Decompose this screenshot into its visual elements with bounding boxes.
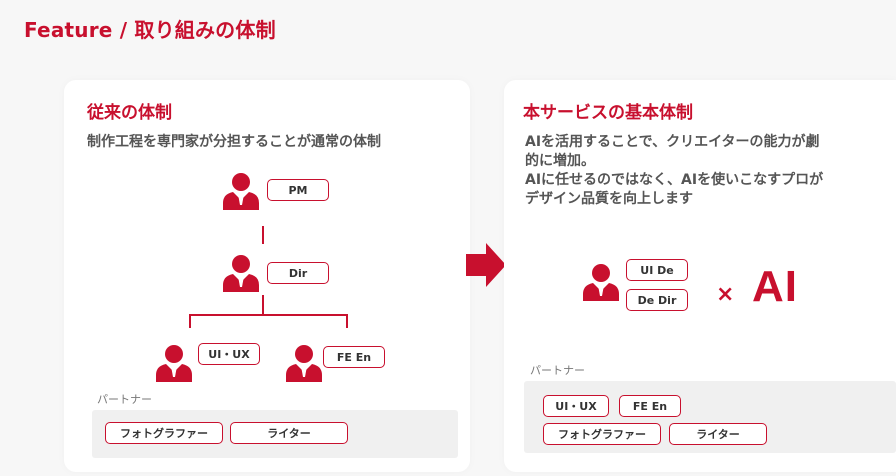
page-title: Feature / 取り組みの体制 <box>24 18 276 42</box>
partner-area: UI・UX FE En フォトグラファー ライター <box>524 381 896 453</box>
ai-label: AI <box>752 262 798 311</box>
connector-line <box>189 314 348 316</box>
partner-photographer: フォトグラファー <box>543 423 661 445</box>
partner-fe: FE En <box>619 395 681 417</box>
service-description-line: AIを活用することで、クリエイターの能力が劇 <box>525 134 820 150</box>
multiply-sign: × <box>716 282 735 307</box>
service-description-line: AIに任せるのではなく、AIを使いこなすプロが <box>525 172 824 188</box>
role-box-de-dir: De Dir <box>626 289 688 311</box>
person-icon <box>154 342 194 382</box>
connector-line <box>262 295 264 315</box>
service-title: 本サービスの基本体制 <box>523 103 693 123</box>
partner-writer: ライター <box>230 422 348 444</box>
traditional-description: 制作工程を専門家が分担することが通常の体制 <box>87 134 381 150</box>
partner-area: フォトグラファー ライター <box>92 410 458 458</box>
partner-uiux: UI・UX <box>543 395 609 417</box>
service-description-line: デザイン品質を向上します <box>525 191 693 207</box>
person-icon <box>221 252 261 292</box>
role-box-pm: PM <box>267 179 329 201</box>
role-box-ui-de: UI De <box>626 259 688 281</box>
partner-label: パートナー <box>530 364 585 377</box>
connector-line <box>262 226 264 244</box>
connector-line <box>346 314 348 328</box>
service-description-line: 的に増加。 <box>525 153 595 169</box>
role-box-dir: Dir <box>267 262 329 284</box>
person-icon <box>284 342 324 382</box>
person-icon <box>221 170 261 210</box>
arrow-right-icon <box>466 243 506 287</box>
connector-line <box>189 314 191 328</box>
traditional-title: 従来の体制 <box>87 103 172 123</box>
role-box-fe: FE En <box>323 346 385 368</box>
traditional-structure-card: 従来の体制 制作工程を専門家が分担することが通常の体制 PM Dir UI・UX… <box>64 80 470 472</box>
partner-photographer: フォトグラファー <box>105 422 223 444</box>
person-icon <box>581 261 621 301</box>
partner-label: パートナー <box>97 393 152 406</box>
role-box-uiux: UI・UX <box>198 343 260 365</box>
service-structure-card: 本サービスの基本体制 AIを活用することで、クリエイターの能力が劇 的に増加。 … <box>504 80 896 472</box>
partner-writer: ライター <box>669 423 767 445</box>
service-description: AIを活用することで、クリエイターの能力が劇 的に増加。 AIに任せるのではなく… <box>525 133 823 209</box>
